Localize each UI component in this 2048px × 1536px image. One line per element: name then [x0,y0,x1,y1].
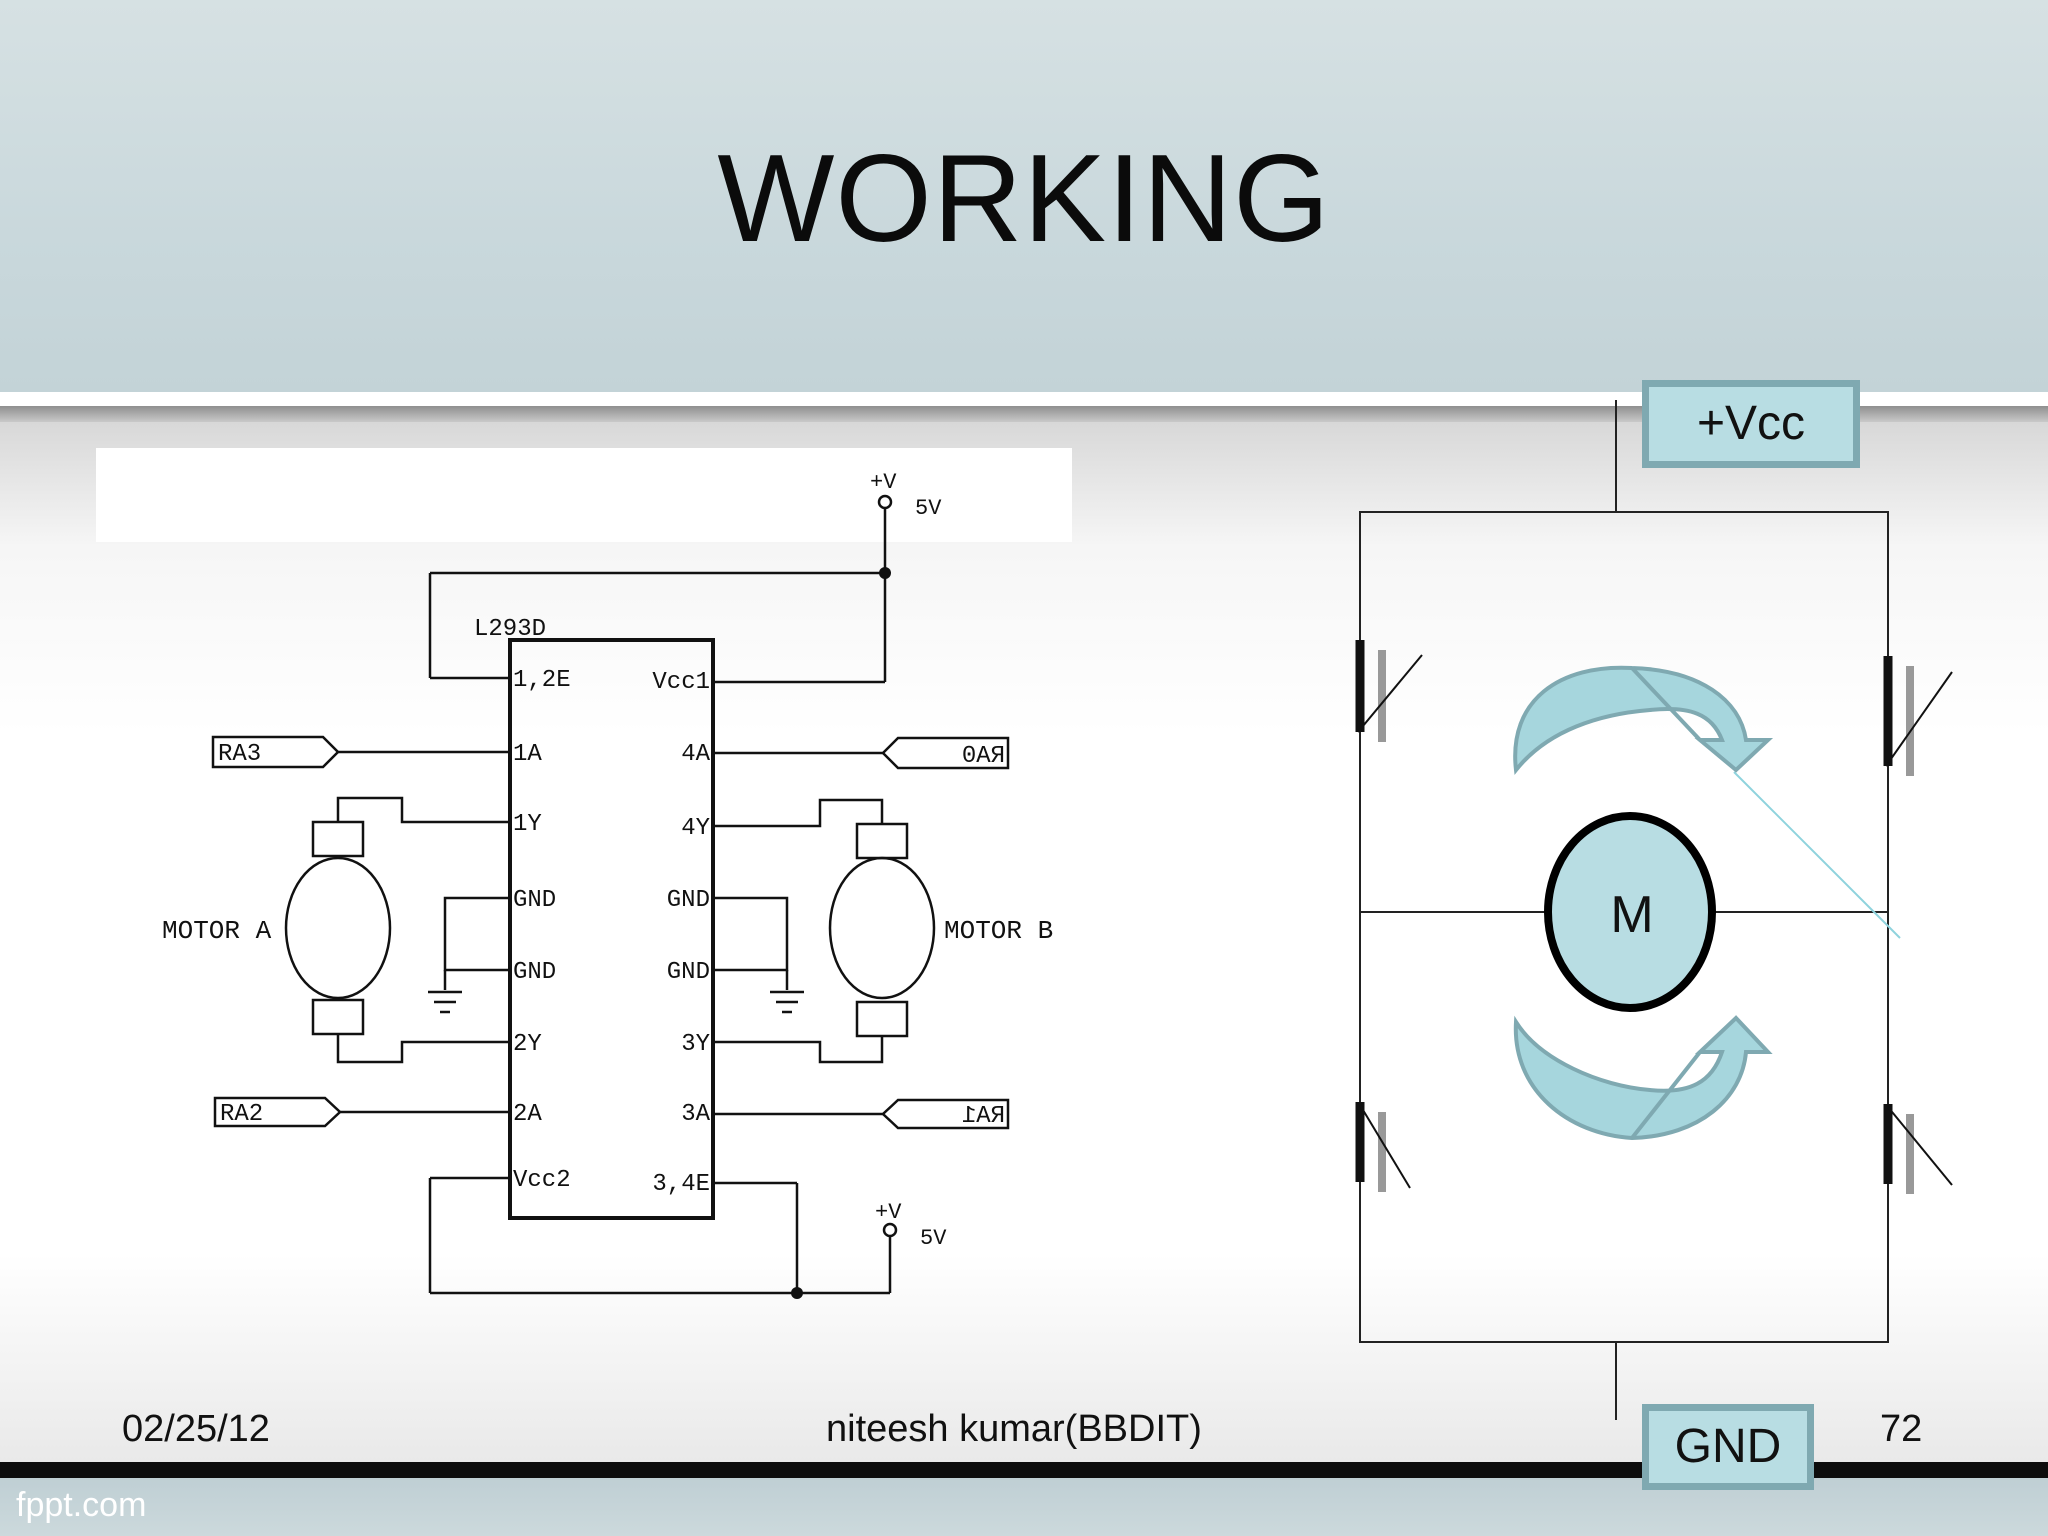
motor-a [284,856,392,1000]
switch-top-left [1355,640,1423,742]
supply-top-symbol: +V [870,470,897,495]
header-divider [0,392,2048,406]
pin-2a: 2A [513,1101,542,1128]
input-buffer-ra2 [213,1096,342,1128]
vcc-badge: +Vcc [1642,380,1860,468]
h-bridge-diagram: M [1355,400,1953,1420]
junction-top [879,567,891,579]
junction-bottom [791,1287,803,1299]
schematic-panel-top [96,448,1072,542]
gnd-label: GND [1674,1420,1782,1473]
supply-bottom-symbol: +V [875,1200,902,1225]
hbridge-motor-label: M [1610,886,1653,944]
pin-1y: 1Y [513,811,542,838]
l293d-chip [508,638,715,1220]
switch-bottom-left [1355,1102,1411,1192]
supply-top-voltage: 5V [915,496,942,521]
vcc-label: +Vcc [1696,397,1806,450]
hbridge-motor [1544,812,1716,1012]
footer-author: niteesh kumar(BBDIT) [826,1408,1202,1450]
pin-gnd-r1: GND [667,887,710,914]
motor-b-label: MOTOR B [944,916,1053,946]
input-ra1-label: RA1 [962,1103,1005,1130]
l293d-schematic: L293D 1,2E 1A 1Y GND GND 2Y 2A Vcc2 Vcc1… [162,470,1053,1299]
pin-gnd-l1: GND [513,887,556,914]
lower-current-arrow-tip [1630,1050,1702,1140]
pin-4y: 4Y [681,815,710,842]
motor-b [828,856,936,1000]
motor-a-label: MOTOR A [162,916,272,946]
footer-date: 02/25/12 [122,1408,270,1450]
switch-top-right [1883,656,1953,776]
switch-bottom-right [1883,1104,1953,1194]
brand-watermark: fppt.com [16,1486,147,1524]
chip-label: L293D [474,616,546,643]
pin-gnd-r2: GND [667,959,710,986]
pin-1a: 1A [513,741,542,768]
pin-4a: 4A [681,741,710,768]
footer-page-number: 72 [1880,1408,1923,1450]
input-ra0-label: RA0 [962,743,1005,770]
input-ra2-label: RA2 [220,1101,263,1128]
pin-3a: 3A [681,1101,710,1128]
pin-3-4e: 3,4E [652,1171,710,1198]
gnd-badge: GND [1642,1404,1814,1490]
supply-bottom-voltage: 5V [920,1226,947,1251]
upper-current-arrow-tip [1630,666,1702,742]
pin-vcc1: Vcc1 [652,669,710,696]
pin-3y: 3Y [681,1031,710,1058]
supply-top-terminal [877,494,893,510]
input-buffer-ra0 [881,736,1010,770]
input-buffer-ra1 [881,1098,1010,1130]
input-buffer-ra3 [211,735,340,769]
slide-title: WORKING [717,130,1331,268]
lower-current-arrow [1513,1015,1773,1141]
header-band [0,0,2048,392]
pin-2y: 2Y [513,1031,542,1058]
footer-bar [0,1462,2048,1478]
pin-1-2e: 1,2E [513,667,571,694]
input-ra3-label: RA3 [218,741,261,768]
content-top-strip [0,406,2048,422]
pin-vcc2: Vcc2 [513,1167,571,1194]
upper-current-arrow [1513,665,1774,776]
supply-bottom-terminal [882,1222,898,1238]
pin-gnd-l2: GND [513,959,556,986]
